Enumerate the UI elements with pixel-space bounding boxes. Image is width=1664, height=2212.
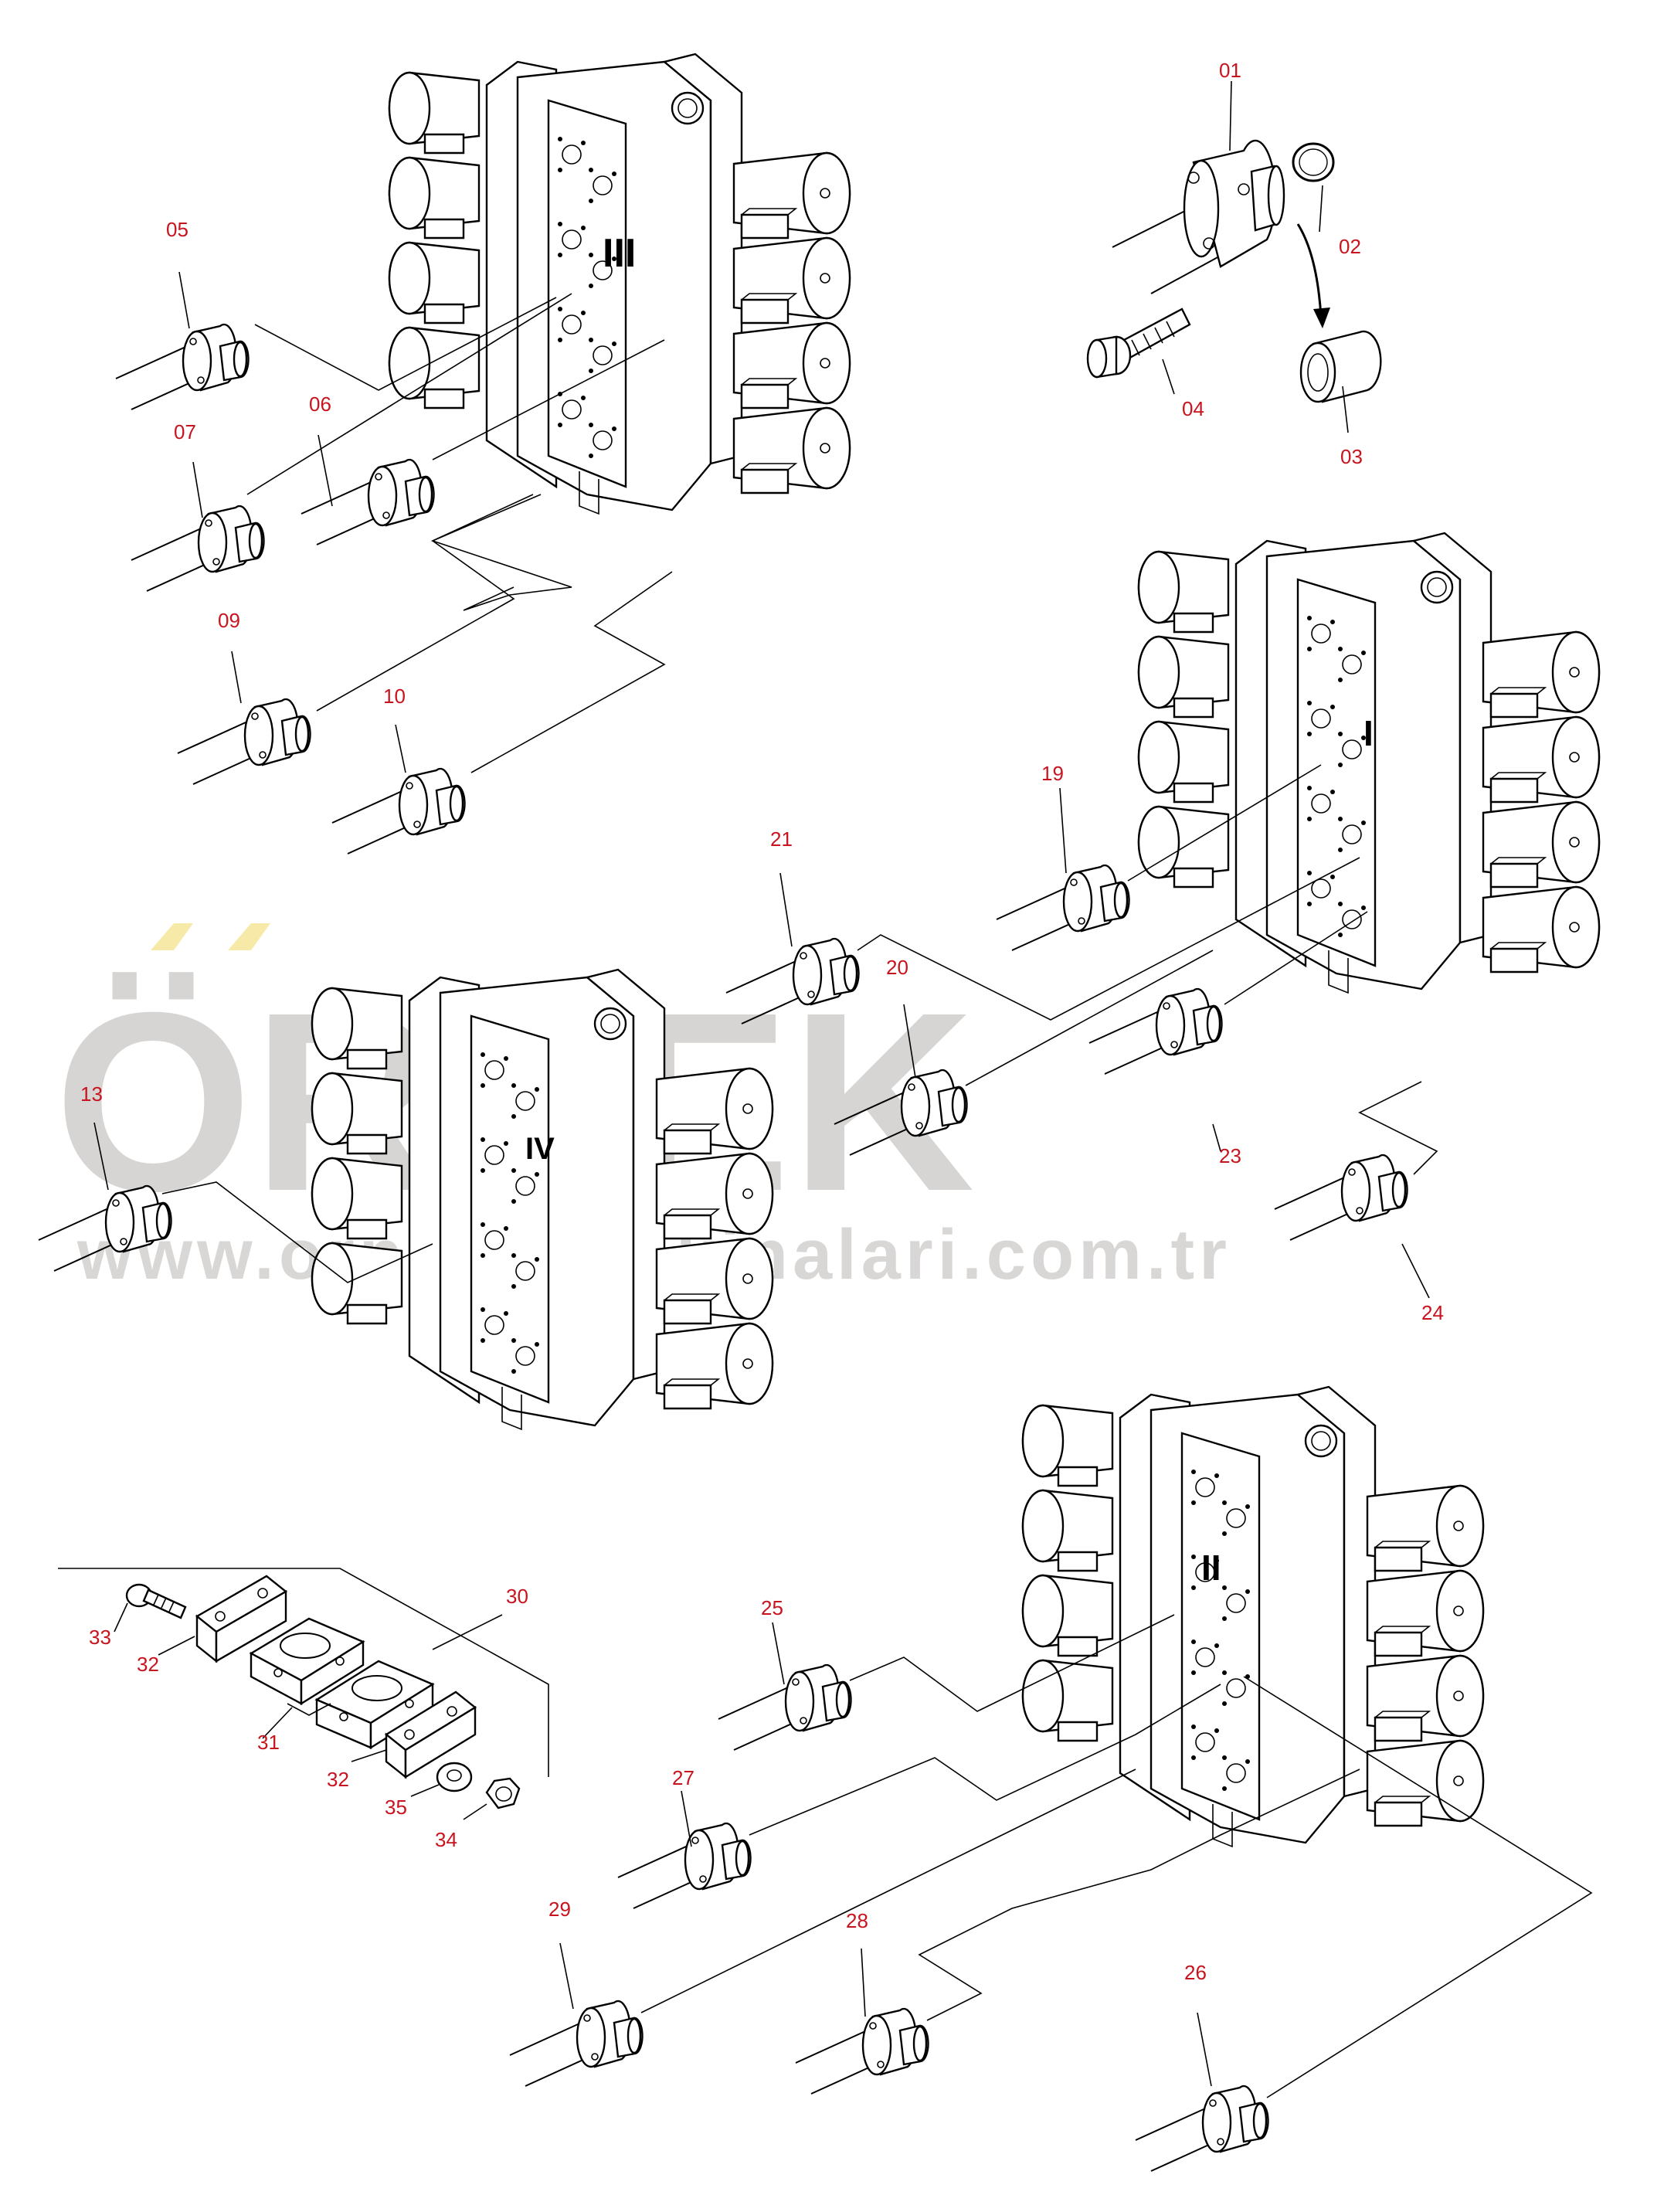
callout-03: 03 xyxy=(1340,445,1363,468)
callout-32-upper: 32 xyxy=(137,1653,159,1676)
fitting-05 xyxy=(114,323,250,411)
bolt-33 xyxy=(125,1583,187,1619)
fitting-27 xyxy=(616,1822,752,1910)
fitting-29 xyxy=(508,2000,644,2088)
block-mark-bottom-right: II xyxy=(1201,1548,1221,1588)
callout-05: 05 xyxy=(166,218,188,241)
clamp-31-upper xyxy=(249,1617,365,1706)
fitting-28 xyxy=(794,2007,929,2095)
callout-23: 23 xyxy=(1219,1144,1241,1167)
fitting-09 xyxy=(176,698,311,786)
fitting-10 xyxy=(331,767,466,855)
washer-35 xyxy=(436,1762,473,1792)
callout-20: 20 xyxy=(886,956,908,979)
callout-35: 35 xyxy=(385,1796,407,1819)
watermark-accent xyxy=(151,923,270,950)
plate-32-upper xyxy=(195,1575,288,1663)
fitting-19 xyxy=(995,864,1130,952)
callout-06: 06 xyxy=(309,392,331,416)
fitting-26 xyxy=(1134,2085,1269,2173)
plate-32-lower xyxy=(384,1690,477,1779)
callout-32-lower: 32 xyxy=(327,1768,349,1791)
callout-13: 13 xyxy=(80,1082,103,1106)
callout-29: 29 xyxy=(548,1898,571,1921)
callout-19: 19 xyxy=(1041,762,1064,785)
fitting-01-detail xyxy=(1112,139,1285,294)
fitting-25 xyxy=(717,1663,852,1752)
leader-lines xyxy=(93,80,1430,2087)
fitting-23 xyxy=(1088,987,1223,1075)
callout-07: 07 xyxy=(174,420,196,443)
callout-25: 25 xyxy=(761,1596,783,1619)
routing-lines xyxy=(161,293,1593,2098)
clamp-set-detail xyxy=(58,1568,549,1809)
callout-34: 34 xyxy=(435,1828,457,1851)
valve-block-top-left xyxy=(389,54,850,514)
fitting-06 xyxy=(300,458,435,546)
cap-03 xyxy=(1299,330,1382,403)
callout-10: 10 xyxy=(383,685,406,708)
block-mark-center: IV xyxy=(525,1132,555,1166)
callout-24: 24 xyxy=(1421,1301,1444,1324)
callout-21: 21 xyxy=(770,827,793,851)
callout-30: 30 xyxy=(506,1585,528,1608)
fitting-24 xyxy=(1273,1154,1408,1242)
callout-26: 26 xyxy=(1184,1961,1207,1984)
callout-09: 09 xyxy=(218,609,240,632)
callout-31: 31 xyxy=(257,1731,280,1754)
callout-28: 28 xyxy=(846,1909,868,1932)
callout-02: 02 xyxy=(1339,235,1361,258)
callout-04: 04 xyxy=(1182,397,1204,420)
callout-01: 01 xyxy=(1219,59,1241,82)
clamp-31-lower xyxy=(314,1660,435,1750)
nut-34 xyxy=(485,1777,521,1809)
block-mark-top-left: III xyxy=(603,231,636,276)
block-mark-middle-right: I xyxy=(1363,713,1374,753)
bolt-04 xyxy=(1086,308,1191,379)
callout-labels: 01 02 03 04 05 06 07 09 10 19 20 21 23 2… xyxy=(80,59,1444,1984)
callout-27: 27 xyxy=(672,1766,694,1789)
valve-block-bottom-right xyxy=(1023,1387,1483,1847)
callout-33: 33 xyxy=(89,1626,111,1649)
fitting-07 xyxy=(130,505,265,593)
o-ring-02 xyxy=(1292,142,1335,328)
valve-block-middle-right xyxy=(1139,533,1599,993)
